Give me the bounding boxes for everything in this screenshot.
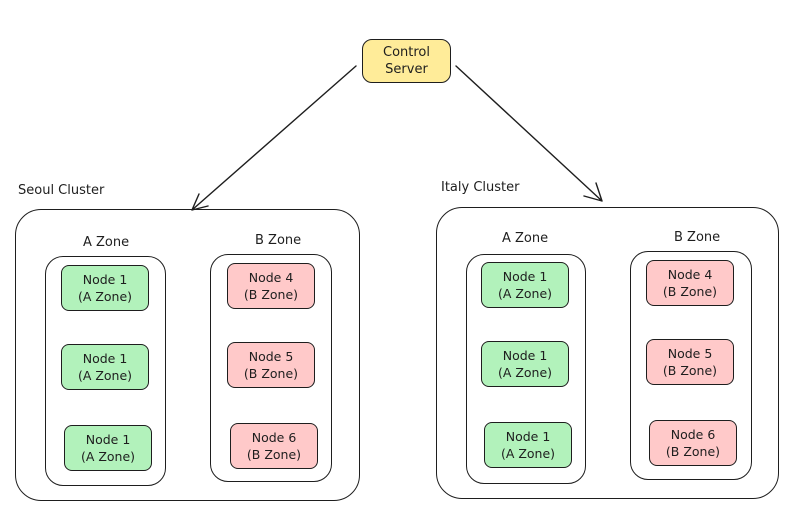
- italy-a-zone: [466, 254, 586, 484]
- seoul-a-node-1: Node 1 (A Zone): [61, 265, 149, 311]
- node-name: Node 6: [251, 430, 297, 445]
- seoul-cluster-title: Seoul Cluster: [18, 183, 105, 198]
- italy-b-node-4: Node 4 (B Zone): [646, 260, 734, 306]
- seoul-b-zone-title: B Zone: [255, 233, 302, 248]
- node-name: Node 1: [505, 429, 551, 444]
- italy-b-node-5: Node 5 (B Zone): [646, 339, 734, 385]
- node-name: Node 5: [667, 346, 713, 361]
- italy-a-node-1: Node 1 (A Zone): [481, 262, 569, 308]
- arrow-to-italy-cluster: [455, 65, 603, 202]
- control-server-line2: Server: [385, 62, 428, 77]
- node-zone: (A Zone): [500, 446, 556, 461]
- arrow-to-seoul-cluster: [191, 65, 357, 211]
- node-name: Node 1: [82, 272, 128, 287]
- node-zone: (B Zone): [243, 287, 299, 302]
- node-zone: (A Zone): [77, 289, 133, 304]
- italy-cluster-title: Italy Cluster: [441, 180, 520, 195]
- node-name: Node 6: [670, 427, 716, 442]
- italy-b-zone-title: B Zone: [674, 230, 721, 245]
- node-name: Node 1: [85, 432, 131, 447]
- node-name: Node 1: [502, 348, 548, 363]
- node-name: Node 4: [667, 267, 713, 282]
- seoul-a-zone: [45, 256, 166, 486]
- node-zone: (A Zone): [497, 286, 553, 301]
- italy-b-node-6: Node 6 (B Zone): [649, 420, 737, 466]
- node-zone: (A Zone): [497, 365, 553, 380]
- node-zone: (A Zone): [80, 449, 136, 464]
- node-zone: (B Zone): [662, 284, 718, 299]
- node-zone: (A Zone): [77, 368, 133, 383]
- italy-b-zone: [630, 251, 752, 480]
- node-zone: (B Zone): [662, 363, 718, 378]
- node-zone: (B Zone): [243, 366, 299, 381]
- node-zone: (B Zone): [665, 444, 721, 459]
- node-name: Node 1: [502, 269, 548, 284]
- italy-cluster: [436, 207, 779, 499]
- seoul-cluster: [15, 209, 360, 501]
- seoul-a-node-2: Node 1 (A Zone): [61, 344, 149, 390]
- seoul-b-node-6: Node 6 (B Zone): [230, 423, 318, 469]
- seoul-b-node-5: Node 5 (B Zone): [227, 342, 315, 388]
- node-name: Node 1: [82, 351, 128, 366]
- node-name: Node 4: [248, 270, 294, 285]
- italy-a-node-3: Node 1 (A Zone): [484, 422, 572, 468]
- seoul-a-node-3: Node 1 (A Zone): [64, 425, 152, 471]
- italy-a-node-2: Node 1 (A Zone): [481, 341, 569, 387]
- seoul-a-zone-title: A Zone: [83, 235, 130, 250]
- seoul-b-node-4: Node 4 (B Zone): [227, 263, 315, 309]
- control-server-line1: Control: [383, 45, 430, 60]
- node-name: Node 5: [248, 349, 294, 364]
- node-zone: (B Zone): [246, 447, 302, 462]
- seoul-b-zone: [210, 254, 332, 482]
- control-server: Control Server: [362, 39, 451, 83]
- italy-a-zone-title: A Zone: [502, 231, 549, 246]
